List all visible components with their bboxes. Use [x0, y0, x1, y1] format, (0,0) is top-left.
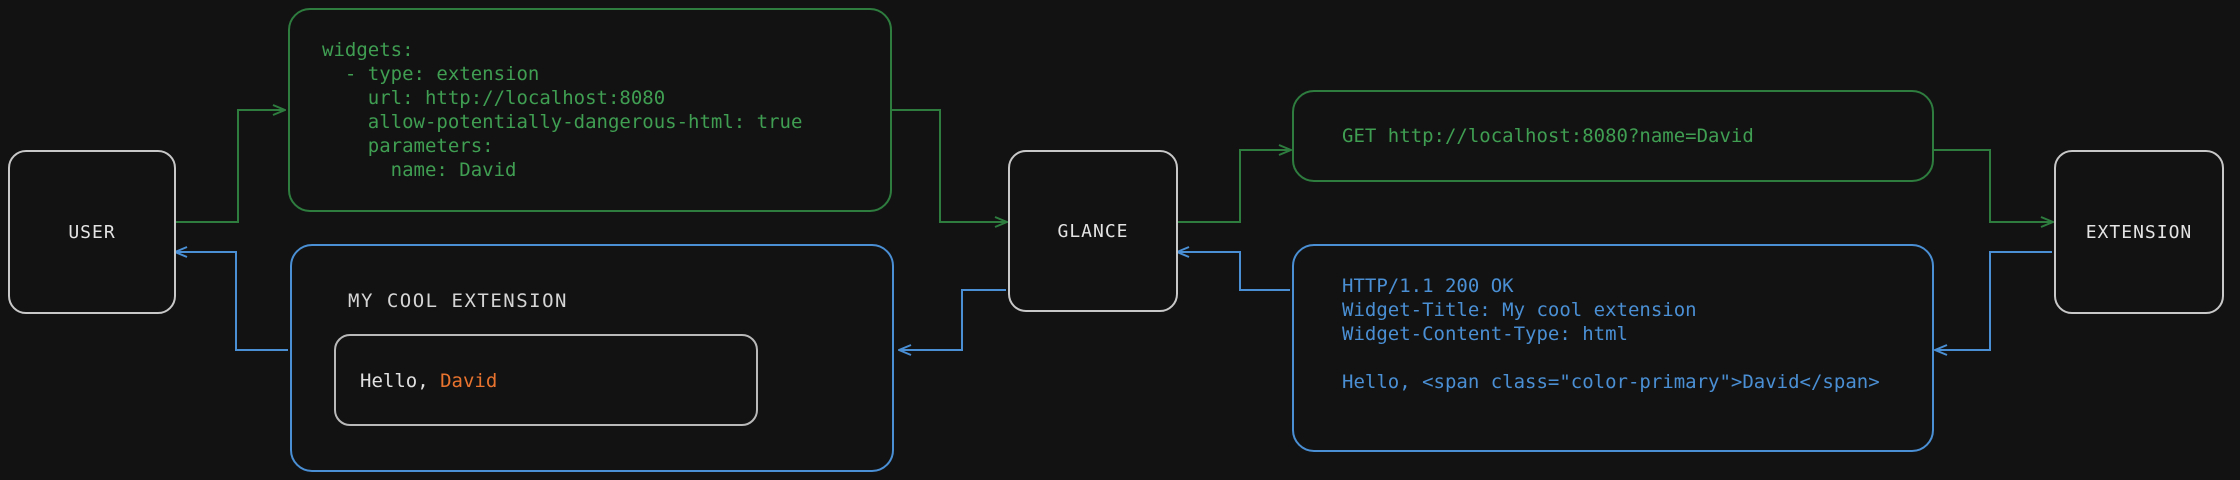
node-extension-label: EXTENSION [2085, 221, 2193, 243]
wire-widget-to-user [176, 252, 288, 351]
wire-user-to-config [172, 110, 284, 223]
panel-yaml-config: widgets: - type: extension url: http://l… [288, 8, 892, 212]
panel-http-response: HTTP/1.1 200 OK Widget-Title: My cool ex… [1292, 244, 1934, 452]
wire-glance-to-widget [900, 289, 1006, 350]
rendered-widget-greeting: Hello, David [360, 370, 497, 392]
node-user-label: USER [68, 221, 116, 243]
http-request-code: GET http://localhost:8080?name=David [1342, 125, 1754, 147]
greeting-prefix: Hello, [360, 370, 441, 392]
node-glance[interactable]: GLANCE [1008, 150, 1178, 312]
rendered-widget-title: MY COOL EXTENSION [348, 290, 568, 312]
wire-request-to-extension [1934, 149, 2052, 222]
wire-response-to-glance [1178, 252, 1290, 291]
panel-rendered-widget: MY COOL EXTENSION Hello, David [290, 244, 894, 472]
panel-http-request: GET http://localhost:8080?name=David [1292, 90, 1934, 182]
wire-config-to-glance [892, 109, 1006, 222]
yaml-config-code: widgets: - type: extension url: http://l… [322, 39, 803, 181]
node-extension[interactable]: EXTENSION [2054, 150, 2224, 314]
http-response-code: HTTP/1.1 200 OK Widget-Title: My cool ex… [1342, 275, 1880, 393]
wire-extension-to-response [1936, 251, 2052, 350]
node-user[interactable]: USER [8, 150, 176, 314]
greeting-name: David [440, 370, 498, 392]
wire-glance-to-request [1174, 150, 1290, 223]
node-glance-label: GLANCE [1057, 220, 1129, 242]
rendered-widget-body: Hello, David [334, 334, 758, 426]
